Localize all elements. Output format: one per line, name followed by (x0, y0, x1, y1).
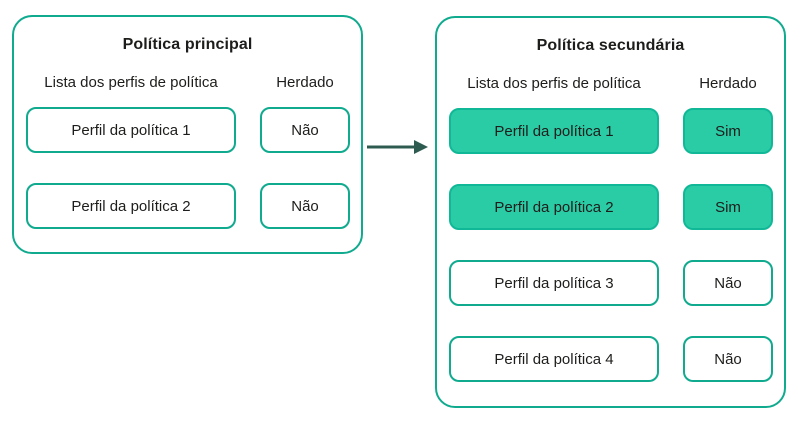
inherited-box: Não (260, 107, 350, 153)
policy-profile-row: Perfil da política 2 Não (14, 183, 361, 229)
panel-title-main-policy: Política principal (122, 36, 253, 53)
policy-profile-row: Perfil da política 1 Não (14, 107, 361, 153)
panel-title-secondary-policy: Política secundária (536, 37, 685, 54)
column-headers: Lista dos perfis de política Herdado (437, 75, 784, 92)
profile-box: Perfil da política 1 (449, 108, 659, 154)
policy-profile-row: Perfil da política 3 Não (437, 260, 784, 306)
profile-box: Perfil da política 1 (26, 107, 236, 153)
policy-profile-row: Perfil da política 2 Sim (437, 184, 784, 230)
inherited-box: Não (260, 183, 350, 229)
inherited-box: Não (683, 260, 773, 306)
panel-main-policy: Política principal Lista dos perfis de p… (12, 15, 363, 254)
inherited-column-header: Herdado (699, 75, 757, 92)
inheritance-arrow-icon (367, 140, 428, 154)
panel-secondary-policy: Política secundária Lista dos perfis de … (435, 16, 786, 408)
inherited-box: Não (683, 336, 773, 382)
column-headers: Lista dos perfis de política Herdado (14, 74, 361, 91)
profile-box: Perfil da política 4 (449, 336, 659, 382)
policy-profile-row: Perfil da política 1 Sim (437, 108, 784, 154)
profile-box: Perfil da política 2 (449, 184, 659, 230)
inherited-box: Sim (683, 108, 773, 154)
profile-box: Perfil da política 2 (26, 183, 236, 229)
inherited-box: Sim (683, 184, 773, 230)
policy-profile-row: Perfil da política 4 Não (437, 336, 784, 382)
inherited-column-header: Herdado (276, 74, 334, 91)
profiles-column-header: Lista dos perfis de política (44, 74, 218, 91)
profile-box: Perfil da política 3 (449, 260, 659, 306)
profiles-column-header: Lista dos perfis de política (467, 75, 641, 92)
